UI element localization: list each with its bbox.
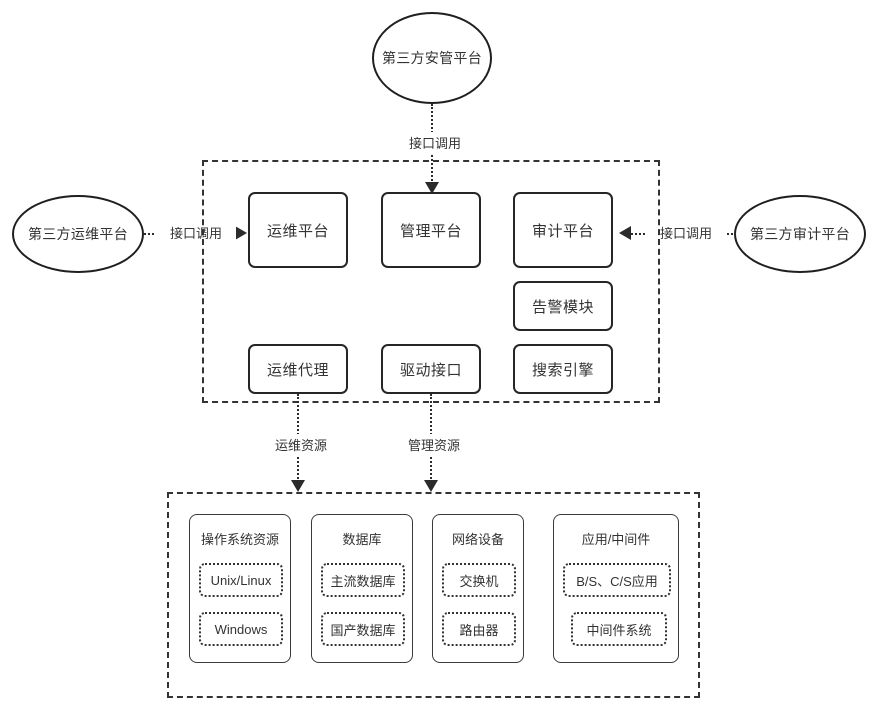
resource-item-label: 中间件系统	[586, 622, 652, 638]
group-title: 网络设备	[451, 532, 504, 547]
arrow-ops-to-platform	[235, 226, 247, 240]
node-ops-platform[interactable]: 运维平台	[248, 192, 348, 268]
node-label: 搜索引擎	[531, 361, 594, 379]
arrow-agent-to-resources	[291, 480, 305, 492]
edge-label-audit-to-platform: 接口调用	[646, 222, 726, 243]
resource-item-middleware-system[interactable]: 中间件系统	[571, 612, 667, 646]
group-app-middleware[interactable]: 应用/中间件 B/S、C/S应用 中间件系统	[553, 514, 679, 663]
node-audit-platform[interactable]: 审计平台	[513, 192, 613, 268]
node-search-engine[interactable]: 搜索引擎	[513, 344, 613, 394]
resource-zone-container	[167, 492, 700, 698]
resource-item-label: B/S、C/S应用	[576, 573, 658, 589]
group-network-device[interactable]: 网络设备 交换机 路由器	[432, 514, 524, 663]
edge-label-ops-to-platform: 接口调用	[156, 222, 236, 243]
resource-item-mainstream-db[interactable]: 主流数据库	[321, 563, 405, 597]
resource-item-label: 交换机	[459, 573, 499, 589]
node-alarm-module[interactable]: 告警模块	[513, 281, 613, 331]
resource-item-label: Windows	[214, 621, 268, 637]
edge-label-agent-to-resources: 运维资源	[262, 434, 340, 455]
node-mgmt-platform[interactable]: 管理平台	[381, 192, 481, 268]
group-title: 数据库	[342, 532, 382, 547]
node-label: 告警模块	[531, 298, 594, 316]
node-label: 审计平台	[531, 222, 594, 240]
resource-item-label: 主流数据库	[330, 573, 396, 589]
node-label: 运维平台	[266, 222, 329, 240]
node-label: 第三方审计平台	[749, 226, 851, 242]
resource-item-windows[interactable]: Windows	[199, 612, 283, 646]
group-database[interactable]: 数据库 主流数据库 国产数据库	[311, 514, 413, 663]
node-ops-agent[interactable]: 运维代理	[248, 344, 348, 394]
edge-label-driver-to-resources: 管理资源	[395, 434, 473, 455]
group-title: 应用/中间件	[581, 532, 651, 547]
node-third-party-audit-platform[interactable]: 第三方审计平台	[734, 195, 866, 273]
group-os-resources[interactable]: 操作系统资源 Unix/Linux Windows	[189, 514, 291, 663]
node-label: 第三方运维平台	[27, 226, 129, 242]
resource-item-switch[interactable]: 交换机	[442, 563, 516, 597]
group-title: 操作系统资源	[200, 532, 279, 547]
node-label: 第三方安管平台	[381, 50, 483, 66]
node-third-party-ops-platform[interactable]: 第三方运维平台	[12, 195, 144, 273]
arrow-audit-to-platform	[619, 226, 631, 240]
node-label: 管理平台	[399, 222, 462, 240]
node-label: 驱动接口	[399, 361, 462, 379]
resource-item-label: 路由器	[459, 622, 499, 638]
node-label: 运维代理	[266, 361, 329, 379]
resource-item-router[interactable]: 路由器	[442, 612, 516, 646]
resource-item-bs-cs-app[interactable]: B/S、C/S应用	[563, 563, 671, 597]
resource-item-label: Unix/Linux	[210, 572, 272, 588]
edge-label-security-to-mgmt: 接口调用	[395, 132, 475, 153]
node-third-party-security-platform[interactable]: 第三方安管平台	[372, 12, 492, 104]
resource-item-domestic-db[interactable]: 国产数据库	[321, 612, 405, 646]
arrow-security-to-mgmt	[425, 182, 439, 194]
arrow-driver-to-resources	[424, 480, 438, 492]
node-driver-interface[interactable]: 驱动接口	[381, 344, 481, 394]
resource-item-label: 国产数据库	[330, 622, 396, 638]
resource-item-unix-linux[interactable]: Unix/Linux	[199, 563, 283, 597]
